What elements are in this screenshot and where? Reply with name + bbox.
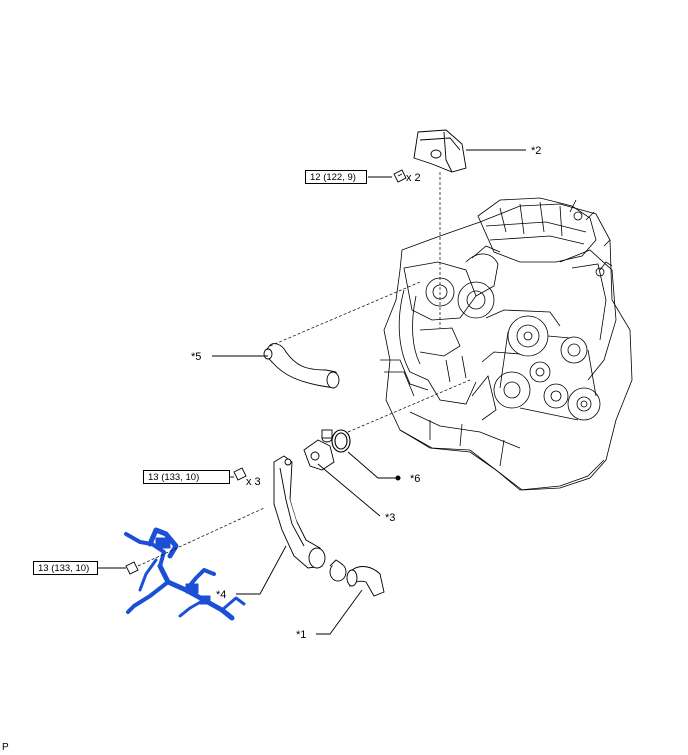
part-6-gasket	[331, 429, 351, 453]
engine-assembly	[380, 197, 633, 491]
callout-1: *1	[296, 629, 307, 641]
callout-6: *6	[410, 473, 421, 485]
callout-3: *3	[385, 512, 396, 524]
part-2-bracket	[413, 129, 467, 173]
part-4-pipe	[273, 455, 326, 569]
footer-code: P	[2, 742, 9, 753]
bolt-2	[233, 467, 247, 481]
bolt-1	[393, 169, 407, 183]
alignment-lines	[137, 172, 471, 567]
quantity-pipe-bolts: x 3	[246, 476, 261, 488]
torque-spec-bracket: 12 (122, 9)	[305, 170, 367, 184]
quantity-bracket-bolts: x 2	[406, 172, 421, 184]
part-1-hose	[346, 566, 385, 597]
bolt-3	[125, 561, 139, 575]
hose-clamp	[329, 559, 347, 582]
wire-harness	[124, 527, 246, 621]
part-5-hose	[263, 343, 340, 389]
part-3-outlet	[303, 429, 335, 471]
callout-4: *4	[216, 589, 227, 601]
torque-spec-pipe: 13 (133, 10)	[143, 470, 230, 484]
callout-5: *5	[191, 351, 202, 363]
torque-spec-harness: 13 (133, 10)	[33, 561, 98, 575]
callout-2: *2	[531, 145, 542, 157]
leader-lines	[98, 149, 526, 635]
bullet-dot	[395, 475, 401, 481]
callout-6-bullet: ●	[394, 473, 399, 485]
